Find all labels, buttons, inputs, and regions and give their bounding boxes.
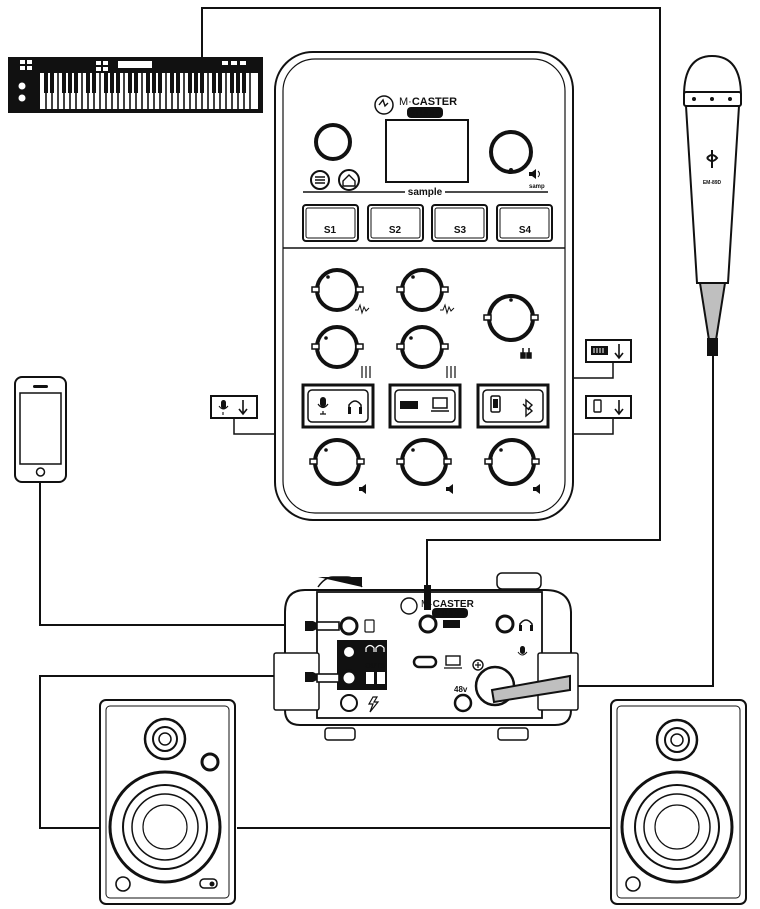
headphone-icon: [348, 400, 362, 414]
brand-name: CASTER: [412, 96, 457, 108]
smartphone-icon: [490, 395, 501, 413]
headphone-icon: [199, 878, 218, 889]
sample-pads: S1 S2 S3 S4: [302, 204, 553, 242]
microphone-icon: [517, 646, 528, 656]
usb-c-port[interactable]: [412, 655, 438, 669]
usb-icon: [400, 401, 418, 409]
encoder-knob[interactable]: [314, 123, 352, 161]
down-arrow-icon: [614, 400, 624, 416]
speaker-volume-icon: [529, 169, 540, 179]
pad-s3-label: S3: [454, 225, 467, 236]
running-man-logo-icon: [625, 876, 641, 892]
monitor-speaker-icon: [444, 655, 462, 669]
48v-switch[interactable]: [453, 693, 473, 713]
svg-text:M·CASTER: M·CASTER: [399, 96, 457, 108]
keyboard-cable: [201, 7, 661, 590]
channel2-volume-knob[interactable]: [396, 438, 452, 486]
running-man-logo-icon: [115, 876, 131, 892]
sample-section-label: sample: [408, 187, 443, 198]
volume-knob[interactable]: [200, 752, 220, 772]
cables: [39, 7, 714, 829]
sample-amp-label: samp: [529, 184, 545, 190]
keyboard-icon: [8, 57, 263, 113]
running-man-logo-icon: [706, 150, 719, 168]
headphone-level-knob[interactable]: [483, 294, 539, 342]
mixer-knobs: [309, 268, 540, 486]
headphone-icon: [520, 348, 532, 359]
channel2-source-selector[interactable]: [388, 383, 462, 429]
pad-s2-label: S2: [389, 225, 402, 236]
phone-input-tag: [585, 395, 632, 419]
channel1-fx-knob[interactable]: [311, 268, 364, 312]
channel1-source-selector[interactable]: [301, 383, 375, 429]
down-arrow-icon: [614, 344, 624, 360]
mic-cable: [570, 355, 714, 687]
outs-label: OUTS: [365, 663, 385, 670]
phone-cable: [39, 480, 315, 626]
keyboard-input-tag: [585, 339, 632, 363]
display-screen: [385, 119, 469, 183]
smartphone-icon: [14, 376, 67, 483]
channel3-volume-knob[interactable]: [484, 438, 540, 486]
phantom-label: 48v: [454, 685, 468, 694]
phone-input-jack[interactable]: [339, 616, 359, 636]
pad-s4-label: S4: [519, 225, 532, 236]
running-man-logo-icon: [400, 597, 418, 615]
microphone-icon: EM-89D: [682, 54, 743, 356]
rear-brand-name: CASTER: [433, 599, 475, 610]
dc-power-jack[interactable]: [340, 694, 358, 712]
channel2-fx-knob[interactable]: [396, 268, 449, 312]
pad-s1[interactable]: [302, 204, 359, 242]
speaker-volume-icon: [359, 484, 540, 494]
sample-volume-knob[interactable]: [489, 130, 533, 174]
device-rear-view: M·CASTER STUDIO OUTS 48v: [273, 572, 579, 741]
smartphone-icon: [364, 619, 375, 633]
pad-s2[interactable]: [367, 204, 424, 242]
monitor-speaker-icon: [431, 397, 449, 412]
channel2-gain-knob[interactable]: [396, 325, 449, 369]
usb-icon: [443, 620, 460, 628]
channel3-source-selector[interactable]: [476, 383, 550, 429]
speaker-cable: [39, 675, 330, 829]
pad-s1-label: S1: [324, 225, 337, 236]
model-badge: STUDIO: [409, 108, 442, 118]
usb-input-jack[interactable]: [418, 614, 438, 634]
mic-input-tag: [210, 395, 258, 419]
left-monitor-speaker: [99, 699, 236, 905]
channel1-gain-knob[interactable]: [311, 325, 364, 369]
headphone-icon: [519, 619, 533, 628]
bluetooth-icon: [522, 398, 534, 418]
mic-model-label: EM-89D: [703, 180, 722, 186]
down-arrow-icon: [238, 400, 248, 416]
channel1-volume-knob[interactable]: [309, 438, 365, 486]
power-icon: [367, 696, 380, 713]
pad-s4[interactable]: [496, 204, 553, 242]
rear-model-badge: STUDIO: [435, 609, 465, 618]
brand-prefix: M·: [399, 96, 412, 108]
pad-s3[interactable]: [431, 204, 488, 242]
microphone-icon: [317, 397, 329, 415]
right-monitor-speaker: [610, 699, 747, 905]
headphone-jack[interactable]: [495, 614, 515, 634]
device-top-view: M·CASTER STUDIO samp sample: [274, 51, 574, 521]
